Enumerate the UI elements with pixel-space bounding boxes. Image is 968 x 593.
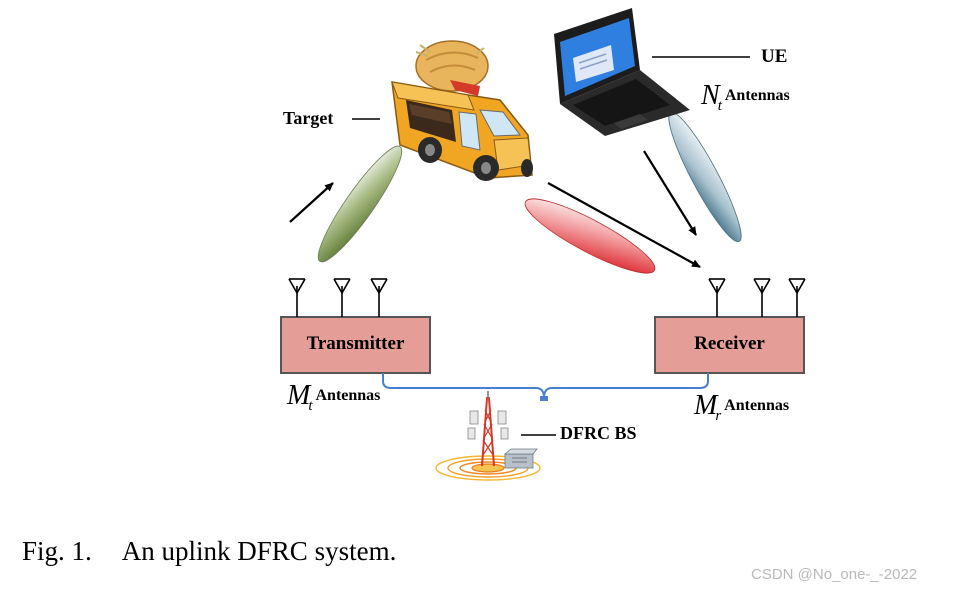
mt-antennas-word: Antennas bbox=[315, 387, 381, 404]
echo-beam bbox=[524, 198, 656, 274]
target-van-icon bbox=[391, 40, 533, 181]
feed-tip bbox=[540, 396, 548, 401]
transmitter-unit bbox=[280, 278, 431, 374]
mr-antennas-label: MrAntennas bbox=[694, 390, 790, 424]
nt-antennas-label: NtAntennas bbox=[701, 80, 790, 114]
tx-antenna-icon bbox=[288, 278, 306, 317]
receiver-box bbox=[654, 316, 805, 374]
ue-label: UE bbox=[761, 46, 788, 67]
tx-antenna-icon bbox=[333, 278, 351, 317]
mt-antennas-label: MtAntennas bbox=[287, 380, 381, 414]
ue-arrow bbox=[643, 150, 697, 236]
transmitter-label: Transmitter bbox=[306, 333, 405, 354]
tx-arrow bbox=[289, 182, 334, 223]
echo-arrow bbox=[547, 182, 701, 268]
receiver-unit bbox=[654, 278, 806, 374]
feed-bracket bbox=[382, 373, 709, 399]
tx-beam bbox=[317, 145, 403, 263]
rx-antenna-icon bbox=[708, 278, 726, 317]
caption-text: An uplink DFRC system. bbox=[121, 536, 397, 566]
rx-antenna-icon bbox=[753, 278, 771, 317]
mr-subscript: r bbox=[715, 408, 722, 424]
watermark: CSDN @No_one-_-2022 bbox=[751, 566, 918, 583]
receiver-label: Receiver bbox=[694, 333, 765, 354]
mt-symbol: M bbox=[287, 380, 311, 411]
ue-beam bbox=[668, 111, 742, 243]
laptop-icon bbox=[554, 8, 690, 136]
mr-antennas-word: Antennas bbox=[724, 397, 790, 414]
mr-symbol: M bbox=[694, 390, 718, 421]
nt-antennas-word: Antennas bbox=[724, 87, 790, 104]
target-label: Target bbox=[283, 108, 334, 128]
nt-symbol: N bbox=[701, 80, 720, 111]
tx-antenna-icon bbox=[370, 278, 388, 317]
tower-icon bbox=[435, 391, 541, 481]
caption-number: Fig. 1. bbox=[22, 536, 92, 566]
dfrc-bs-label: DFRC BS bbox=[560, 423, 637, 443]
mt-subscript: t bbox=[308, 398, 313, 414]
rx-antenna-icon bbox=[788, 278, 806, 317]
figure-caption: Fig. 1. An uplink DFRC system. bbox=[22, 536, 396, 567]
nt-subscript: t bbox=[717, 98, 722, 114]
transmitter-box bbox=[280, 316, 431, 374]
